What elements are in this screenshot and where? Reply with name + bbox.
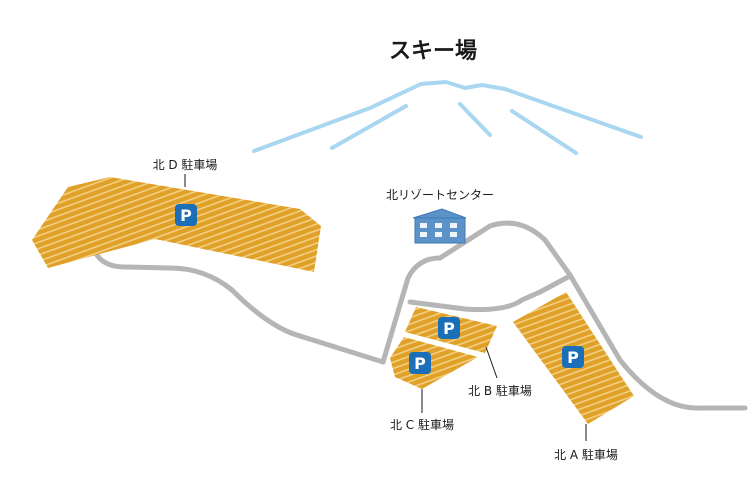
roads [92,220,748,411]
road-link-b [407,273,573,313]
resort-center-label: 北リゾートセンター [386,188,494,202]
parking-sign-c [409,352,431,374]
parking-lot-b-leader [485,346,498,379]
parking-lot-c-label: 北 C 駐車場 [390,417,454,432]
resort-center[interactable]: 北リゾートセンター [386,188,494,244]
parking-lot-c-area [390,337,478,389]
map-title: スキー場 [389,39,477,64]
resort-center-building-icon [412,208,467,244]
parking-sign-d-letter: P [180,206,192,225]
parking-lot-c[interactable]: P 北 C 駐車場 [390,337,478,432]
parking-lot-d[interactable]: P 北 D 駐車場 [32,157,321,272]
parking-lot-d-label: 北 D 駐車場 [153,157,218,172]
parking-sign-b [438,317,460,339]
parking-sign-c-letter: P [414,354,426,373]
road-main-west [92,249,386,365]
parking-sign-b-letter: P [443,319,455,338]
parking-sign-a [562,346,584,368]
parking-lot-b-label: 北 B 駐車場 [468,383,532,398]
parking-sign-d [175,204,197,226]
parking-lot-a[interactable]: P 北 A 駐車場 [513,292,634,462]
mountain-outline [252,80,643,155]
road-north-loop [380,220,748,411]
parking-lot-a-label: 北 A 駐車場 [554,447,618,462]
parking-sign-a-letter: P [567,348,579,367]
parking-lot-b[interactable]: P 北 B 駐車場 [405,307,532,398]
